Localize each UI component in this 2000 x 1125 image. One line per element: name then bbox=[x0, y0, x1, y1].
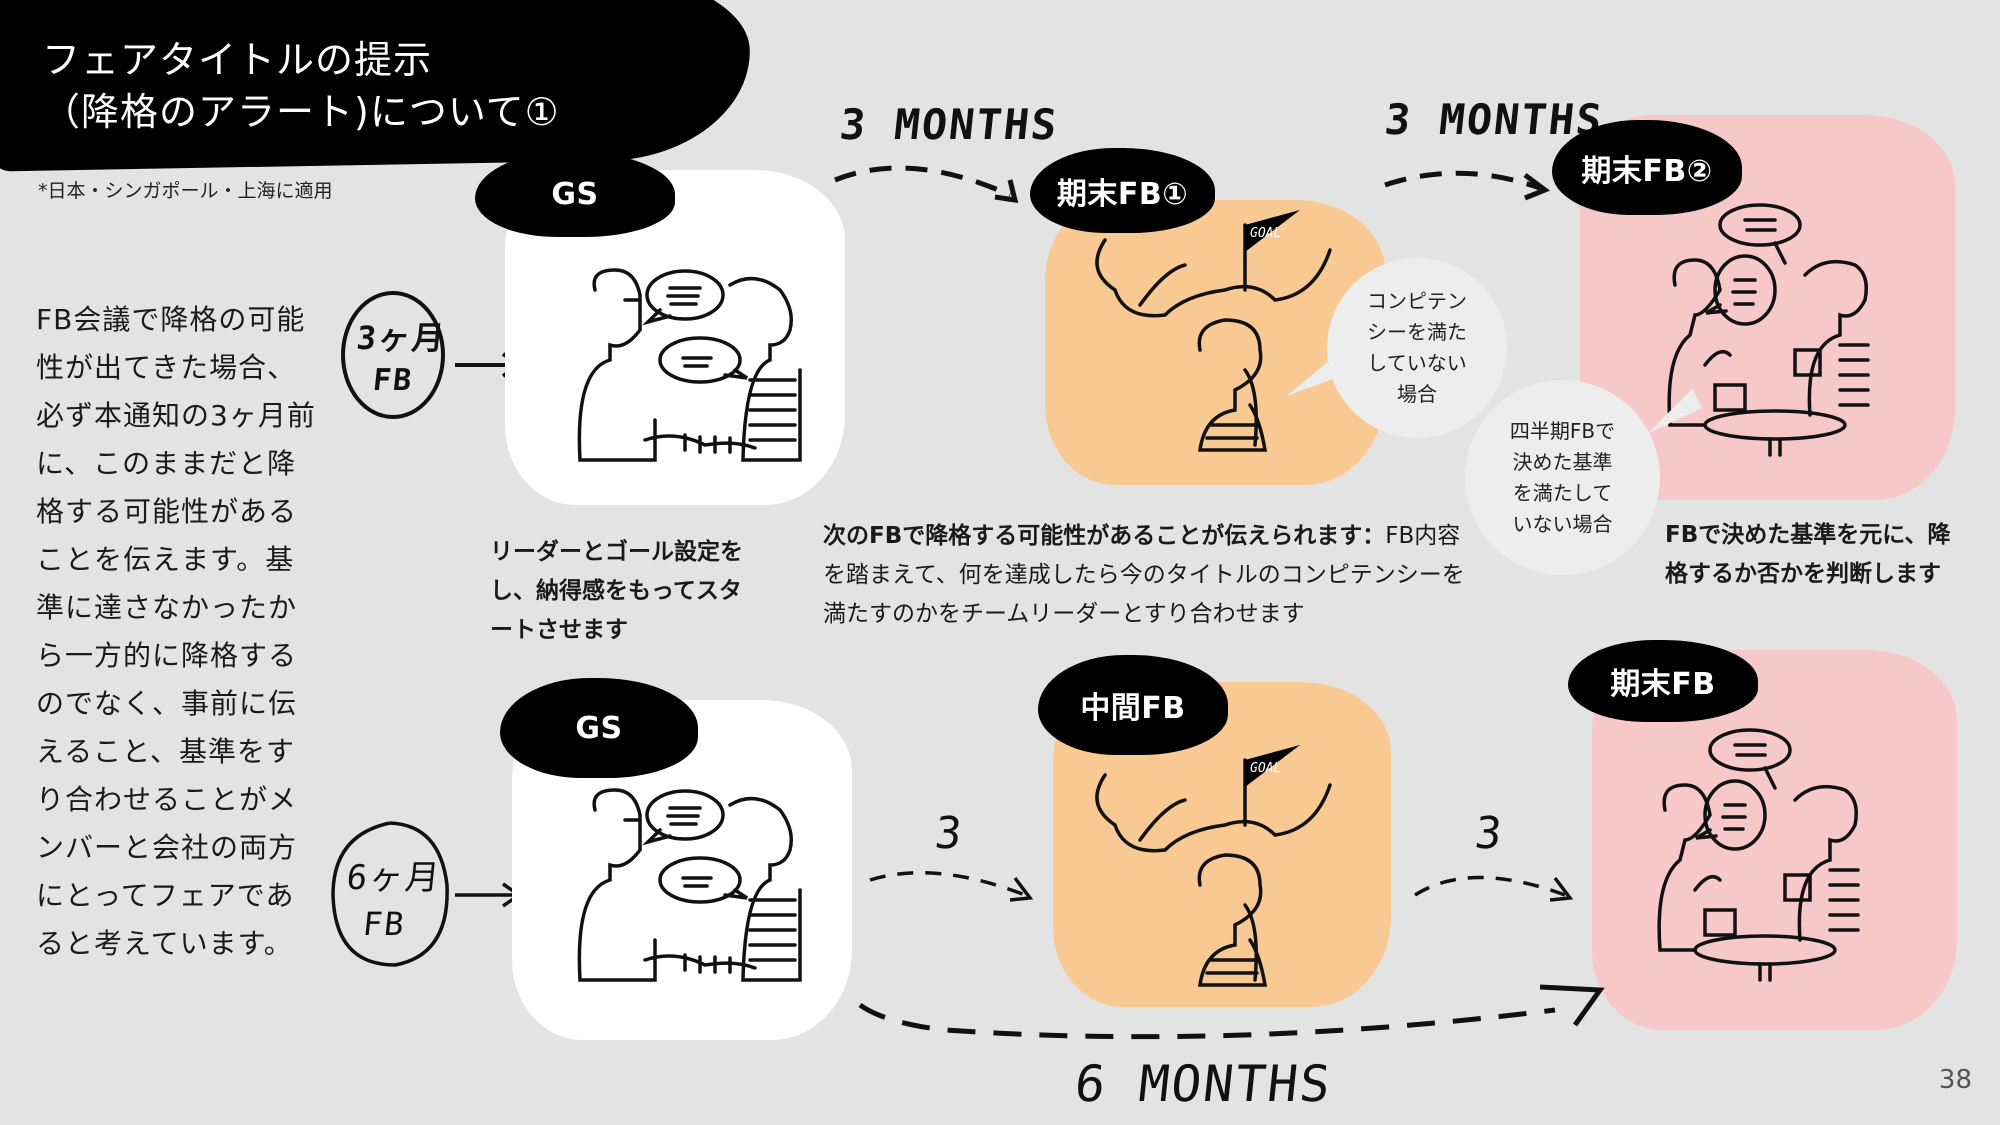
duration-label-3-months-2: 3 MONTHS bbox=[1382, 95, 1606, 144]
stage-label-final-fb-1: 期末FB① bbox=[1030, 148, 1215, 233]
start-badge-3month-fb: 3ヶ月 FB bbox=[335, 285, 455, 425]
dashed-arrow-icon bbox=[1384, 170, 1551, 201]
page-number: 38 bbox=[1938, 1065, 1972, 1095]
stage-label-gs-bottom: GS bbox=[500, 678, 698, 778]
dashed-arrow-icon bbox=[1414, 875, 1574, 902]
svg-text:GOAL: GOAL bbox=[1250, 761, 1281, 776]
hand-drawn-circle-icon bbox=[331, 821, 449, 967]
stage-label-gs-top: GS bbox=[475, 152, 675, 237]
stage-label-final-fb: 期末FB bbox=[1568, 640, 1758, 722]
dashed-arrow-icon bbox=[869, 871, 1034, 902]
long-dashed-arrow-icon bbox=[858, 984, 1605, 1040]
start-badge-6month-fb: 6ヶ月 FB bbox=[325, 815, 455, 975]
thinking-person-goal-illustration-icon: GOAL bbox=[1095, 210, 1332, 452]
duration-label-3-2: 3 bbox=[1472, 808, 1507, 859]
region-note: *日本・シンガポール・上海に適用 bbox=[38, 180, 333, 202]
stage-caption-final-fb-1: 次のFBで降格する可能性があることが伝えられます：FB内容を踏まえて、何を達成し… bbox=[823, 523, 1465, 627]
condition-bubble-quarterly-criteria: 四半期FBで決めた基準を満たしていない場合 bbox=[1465, 380, 1660, 575]
duration-label-3-months-1: 3 MONTHS bbox=[837, 100, 1061, 149]
duration-label-6-months: 6 MONTHS bbox=[1071, 1055, 1335, 1113]
dashed-arrow-icon bbox=[834, 165, 1019, 204]
stage-label-mid-fb: 中間FB bbox=[1038, 655, 1228, 755]
svg-text:GOAL: GOAL bbox=[1250, 226, 1281, 241]
stage-caption-final-fb-2: FBで決めた基準を元に、降格するか否かを判断します bbox=[1665, 522, 1951, 587]
cafe-conversation-illustration-icon bbox=[1657, 728, 1860, 982]
hand-drawn-circle-icon bbox=[341, 291, 445, 419]
handshake-illustration-icon bbox=[577, 268, 802, 462]
thinking-person-goal-illustration-icon: GOAL bbox=[1095, 745, 1332, 987]
cafe-conversation-illustration-icon bbox=[1667, 203, 1870, 457]
handshake-illustration-icon bbox=[577, 788, 802, 982]
duration-label-3-1: 3 bbox=[932, 808, 967, 859]
explanation-text: FB会議で降格の可能性が出てきた場合、必ず本通知の3ヶ月前に、このままだと降格す… bbox=[36, 303, 316, 960]
condition-bubble-competency: コンピテンシーを満たしていない場合 bbox=[1327, 258, 1507, 438]
page-title: フェアタイトルの提示（降格のアラート)について① bbox=[42, 38, 560, 134]
stage-caption-gs: リーダーとゴール設定をし、納得感をもってスタートさせます bbox=[490, 539, 743, 643]
stage-label-final-fb-2: 期末FB② bbox=[1552, 120, 1742, 215]
